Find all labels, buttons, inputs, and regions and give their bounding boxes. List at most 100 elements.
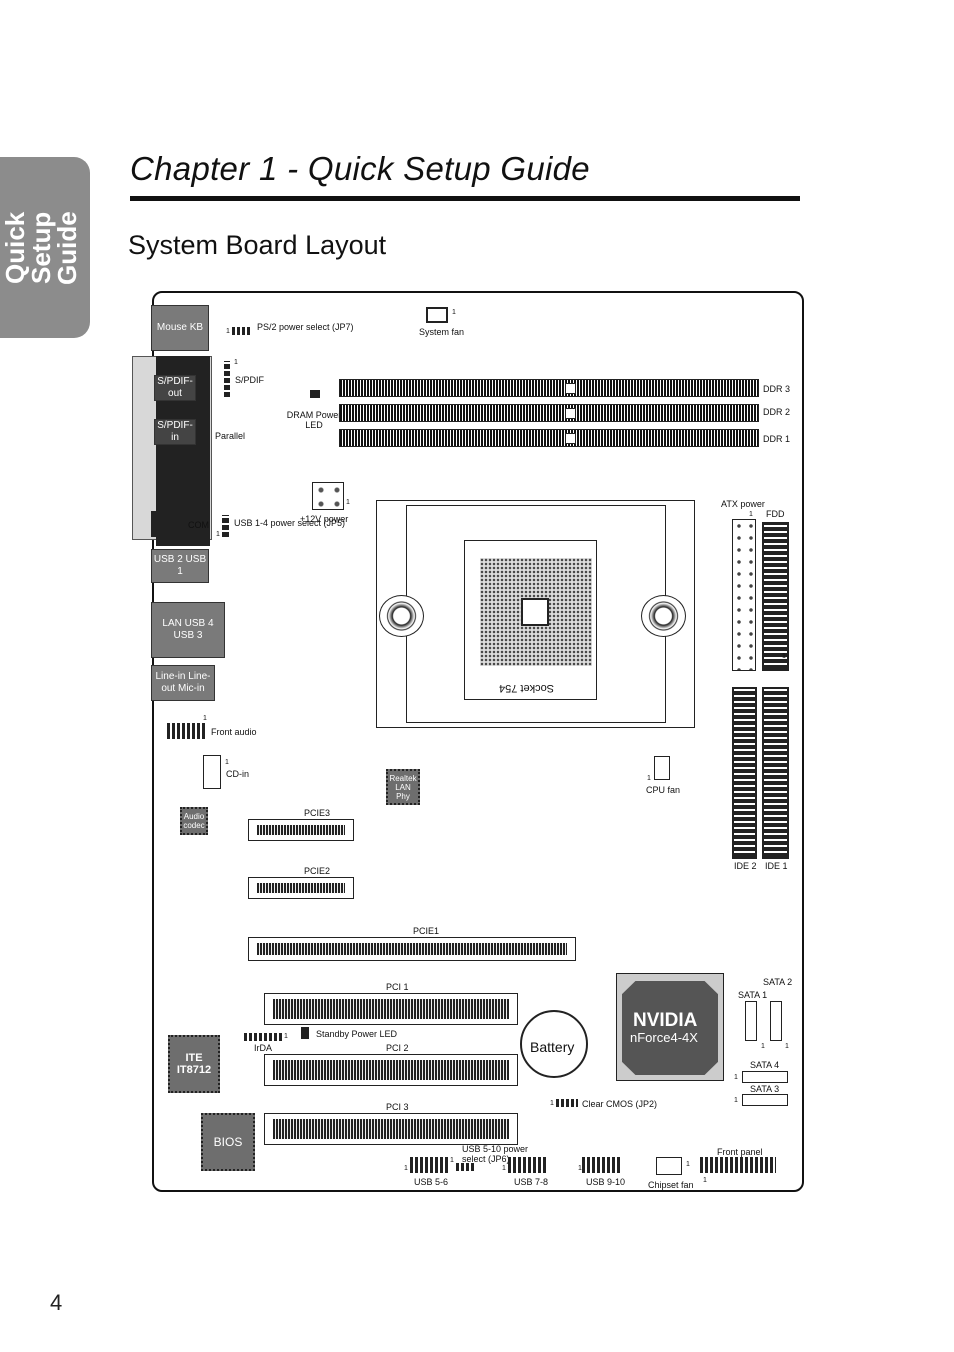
pcie2-label: PCIE2 bbox=[304, 866, 331, 876]
front-audio-label: Front audio bbox=[211, 727, 257, 737]
front-audio-header bbox=[167, 723, 207, 739]
pin1-sata3: 1 bbox=[734, 1097, 738, 1104]
pin1-irda: 1 bbox=[284, 1033, 288, 1040]
pin1-cd-in: 1 bbox=[225, 759, 229, 766]
sata2-connector bbox=[770, 1001, 782, 1041]
bios-chip: BIOS bbox=[201, 1113, 255, 1171]
pin1-usb910: 1 bbox=[578, 1165, 582, 1172]
dram-led bbox=[310, 390, 320, 398]
pin1-usb78: 1 bbox=[502, 1165, 506, 1172]
system-fan-label: System fan bbox=[419, 327, 465, 337]
pin1-plus12v: 1 bbox=[346, 499, 350, 506]
parallel-label: Parallel bbox=[215, 431, 246, 441]
pcie2-slot bbox=[248, 877, 354, 899]
usb14-power-jumper bbox=[222, 515, 229, 537]
atx-power-connector bbox=[732, 519, 756, 671]
sata3-connector bbox=[742, 1094, 788, 1106]
ide1-label: IDE 1 bbox=[765, 861, 788, 871]
spdif-header bbox=[224, 361, 230, 397]
pin1-sata1: 1 bbox=[761, 1043, 765, 1050]
atx-power-label: ATX power bbox=[721, 499, 765, 509]
mouse-kb-port: Mouse KB bbox=[151, 305, 209, 351]
pin1-usb56: 1 bbox=[404, 1165, 408, 1172]
usb14-power-label: USB 1-4 power select (JP5) bbox=[234, 518, 346, 528]
lan-usb-port: LAN USB 4 USB 3 bbox=[151, 602, 225, 658]
fdd-connector bbox=[762, 522, 789, 671]
sata3-label: SATA 3 bbox=[750, 1084, 780, 1094]
pin1-cpu-fan: 1 bbox=[647, 775, 651, 782]
cpu-mount-right bbox=[641, 595, 686, 637]
audio-codec-chip: Audio codec bbox=[180, 807, 208, 835]
usb510-power-jumper bbox=[456, 1163, 476, 1171]
section-title: System Board Layout bbox=[128, 230, 387, 260]
com-port bbox=[151, 511, 185, 537]
standby-led bbox=[301, 1027, 309, 1039]
nforce-label: nForce4-4X bbox=[630, 1030, 698, 1045]
pin1-spdif: 1 bbox=[234, 359, 238, 366]
usb78-label: USB 7-8 bbox=[514, 1177, 549, 1187]
dram-led-label: DRAM Power LED bbox=[286, 410, 342, 430]
pin1-usb510-power: 1 bbox=[450, 1157, 454, 1164]
pcie1-slot bbox=[248, 937, 576, 961]
cpu-fan-connector bbox=[654, 756, 670, 780]
system-board-diagram: Mouse KB S/PDIF-out S/PDIF-in USB 2 USB … bbox=[132, 291, 804, 1192]
chipset-fan-label: Chipset fan bbox=[648, 1180, 694, 1190]
nvidia-label: NVIDIA bbox=[633, 1010, 698, 1031]
ide2-label: IDE 2 bbox=[734, 861, 757, 871]
title-rule bbox=[130, 196, 800, 201]
system-fan-connector bbox=[426, 307, 448, 323]
sata1-connector bbox=[745, 1001, 757, 1041]
sata2-label: SATA 2 bbox=[763, 977, 793, 987]
clear-cmos-label: Clear CMOS (JP2) bbox=[582, 1099, 658, 1109]
ddr3-label: DDR 3 bbox=[763, 384, 791, 394]
sata4-connector bbox=[742, 1071, 788, 1083]
cpu-mount-left bbox=[379, 595, 424, 637]
irda-label: IrDA bbox=[254, 1043, 272, 1053]
front-panel-label: Front panel bbox=[717, 1147, 763, 1157]
pci3-label: PCI 3 bbox=[386, 1102, 409, 1112]
ps2-power-label: PS/2 power select (JP7) bbox=[257, 322, 354, 332]
cpu-fan-label: CPU fan bbox=[646, 785, 681, 795]
pin1-fdd: 1 bbox=[782, 653, 786, 660]
pin1-sata4: 1 bbox=[734, 1074, 738, 1081]
pcie3-label: PCIE3 bbox=[304, 808, 331, 818]
clear-cmos-jumper bbox=[556, 1099, 578, 1107]
pin1-ps2-power: 1 bbox=[226, 328, 230, 335]
pin1-clear-cmos: 1 bbox=[550, 1100, 554, 1107]
socket-center bbox=[521, 598, 549, 626]
ddr2-label: DDR 2 bbox=[763, 407, 791, 417]
pcie1-label: PCIE1 bbox=[413, 926, 440, 936]
sata1-label: SATA 1 bbox=[738, 990, 768, 1000]
pci2-slot bbox=[264, 1054, 518, 1086]
usb56-header bbox=[410, 1157, 450, 1173]
nvidia-chip bbox=[622, 981, 718, 1075]
irda-header bbox=[244, 1033, 282, 1041]
side-tab bbox=[0, 157, 90, 338]
ide2-connector bbox=[732, 687, 757, 859]
usb56-label: USB 5-6 bbox=[414, 1177, 449, 1187]
ide1-connector bbox=[762, 687, 789, 859]
ite-chip: ITE IT8712 bbox=[168, 1035, 220, 1093]
usb910-label: USB 9-10 bbox=[586, 1177, 626, 1187]
pin1-atx-power: 1 bbox=[749, 511, 753, 518]
fdd-label: FDD bbox=[766, 509, 785, 519]
plus12v-label: +12V power bbox=[300, 514, 349, 524]
pin1-front-audio: 1 bbox=[203, 715, 207, 722]
usb-2-1-port: USB 2 USB 1 bbox=[151, 549, 209, 583]
pin1-usb14-power: 1 bbox=[216, 531, 220, 538]
ddr3-slot bbox=[339, 379, 759, 397]
pci1-label: PCI 1 bbox=[386, 982, 409, 992]
pci3-slot bbox=[264, 1113, 518, 1145]
ps2-power-jumper bbox=[232, 327, 252, 335]
cd-in-connector bbox=[203, 755, 221, 789]
front-panel-header bbox=[700, 1157, 776, 1173]
battery bbox=[520, 1010, 588, 1078]
pcie3-slot bbox=[248, 819, 354, 841]
ddr1-label: DDR 1 bbox=[763, 434, 791, 444]
usb910-header bbox=[582, 1157, 622, 1173]
usb78-header bbox=[508, 1157, 548, 1173]
usb510-power-label: USB 5-10 power select (JP6) bbox=[462, 1144, 529, 1164]
audio-jacks: Line-in Line-out Mic-in bbox=[151, 665, 215, 701]
ddr1-slot bbox=[339, 429, 759, 447]
standby-led-label: Standby Power LED bbox=[316, 1029, 398, 1039]
